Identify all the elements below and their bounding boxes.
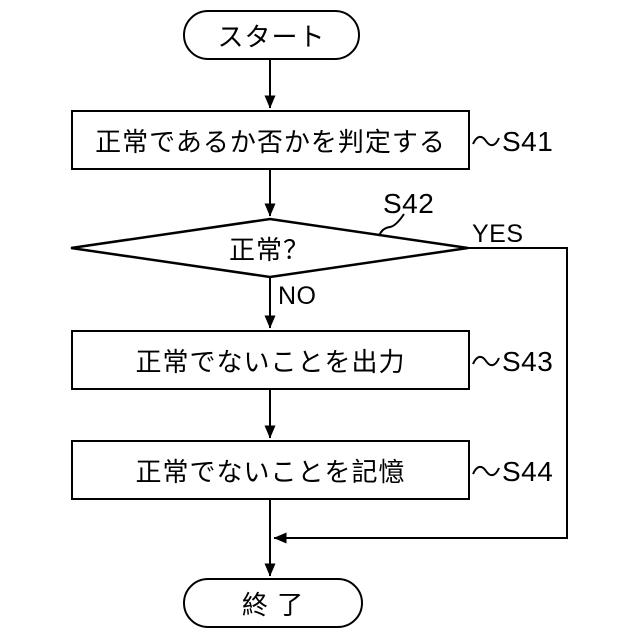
yes-branch-label: YES — [472, 220, 524, 248]
step-label-s43: S43 — [502, 346, 554, 377]
process-box-s43: 正常でないことを出力 — [71, 330, 470, 390]
process-box-s41-label: 正常であるか否かを判定する — [95, 126, 446, 157]
tilde-connector-s44 — [472, 465, 500, 477]
process-box-s41: 正常であるか否かを判定する — [71, 110, 470, 170]
process-box-s43-label: 正常でないことを出力 — [135, 346, 406, 377]
step-label-s42: S42 — [383, 188, 435, 219]
step-label-s44: S44 — [502, 456, 554, 487]
start-terminal-label: スタート — [217, 21, 326, 52]
end-terminal: 終 了 — [183, 578, 363, 628]
start-terminal: スタート — [183, 10, 360, 60]
tilde-connector-s41 — [472, 135, 500, 147]
tilde-connector-s43 — [472, 355, 500, 367]
end-terminal-label: 終 了 — [241, 589, 305, 620]
decision-label-s42: 正常？ — [228, 234, 310, 265]
step-label-s41: S41 — [502, 126, 554, 157]
process-box-s44-label: 正常でないことを記憶 — [135, 456, 406, 487]
no-branch-label: NO — [278, 282, 317, 310]
process-box-s44: 正常でないことを記憶 — [71, 440, 470, 500]
arrow-s42-yes-to-merge — [273, 247, 568, 544]
leader-squiggle-s42 — [378, 213, 405, 237]
